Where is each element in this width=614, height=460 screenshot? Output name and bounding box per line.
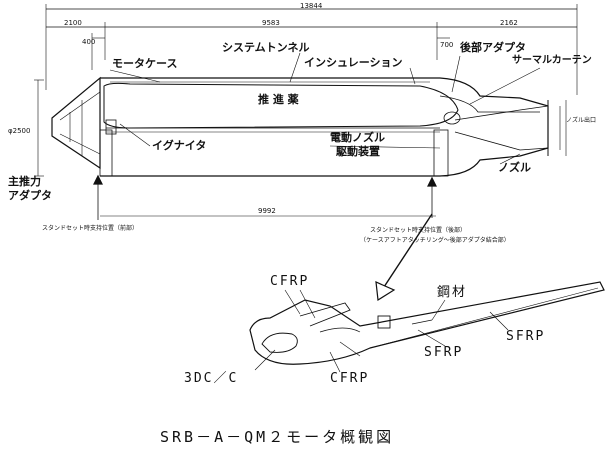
dim-overall: 13844: [300, 2, 323, 10]
nozzle-detail: [249, 281, 605, 365]
label-stand-rear-1: スタンドセット時支持位置（後部）: [370, 227, 467, 234]
dim-stand-span: 9992: [258, 207, 276, 215]
label-aft-adapter: 後部アダプタ: [460, 41, 526, 54]
label-system-tunnel: システムトンネル: [222, 41, 310, 54]
dim-ring-offset: 700: [440, 41, 454, 49]
detail-steel: 鋼材: [437, 285, 468, 300]
dim-diameter: φ2500: [8, 127, 31, 135]
label-nozzle: ノズル: [498, 161, 531, 174]
label-stand-front: スタンドセット時支持位置（前部）: [42, 225, 139, 232]
dim-nozzle-exit: ノズル出口: [566, 117, 597, 124]
dim-motor-case: 9583: [262, 19, 280, 27]
detail-cfrp-top: CFRP: [270, 274, 310, 289]
diagram-title: SRB－A－QM２モータ概観図: [160, 428, 395, 446]
label-main-thrust-2: アダプタ: [8, 189, 52, 202]
detail-sfrp-mid: SFRP: [424, 345, 464, 360]
dim-aft-section: 2162: [500, 19, 518, 27]
label-main-thrust-1: 主推力: [8, 175, 41, 188]
label-igniter: イグナイタ: [152, 139, 207, 152]
dim-nozzle-inset: 400: [82, 38, 96, 46]
label-stand-rear-2: （ケースアフトアタッチリング～後部アダプタ結合部）: [360, 237, 510, 244]
label-thermal-curtain: サーマルカーテン: [512, 55, 592, 66]
label-nozzle-drive-2: 駆動装置: [336, 145, 380, 158]
detail-cfrp-bottom: CFRP: [330, 371, 370, 386]
label-nozzle-drive-1: 電動ノズル: [330, 131, 385, 144]
detail-sfrp-right: SFRP: [506, 329, 546, 344]
nose-cone: [51, 76, 101, 170]
label-insulation: インシュレーション: [304, 56, 403, 69]
fore-skirt: [99, 129, 113, 177]
aft-skirt: [433, 129, 449, 177]
detail-3dcc: 3DC／C: [184, 371, 239, 386]
dim-left-section: 2100: [64, 19, 82, 27]
label-motor-case: モータケース: [112, 57, 178, 70]
propellant-grain: [103, 82, 459, 129]
label-propellant: 推 進 薬: [258, 93, 299, 106]
